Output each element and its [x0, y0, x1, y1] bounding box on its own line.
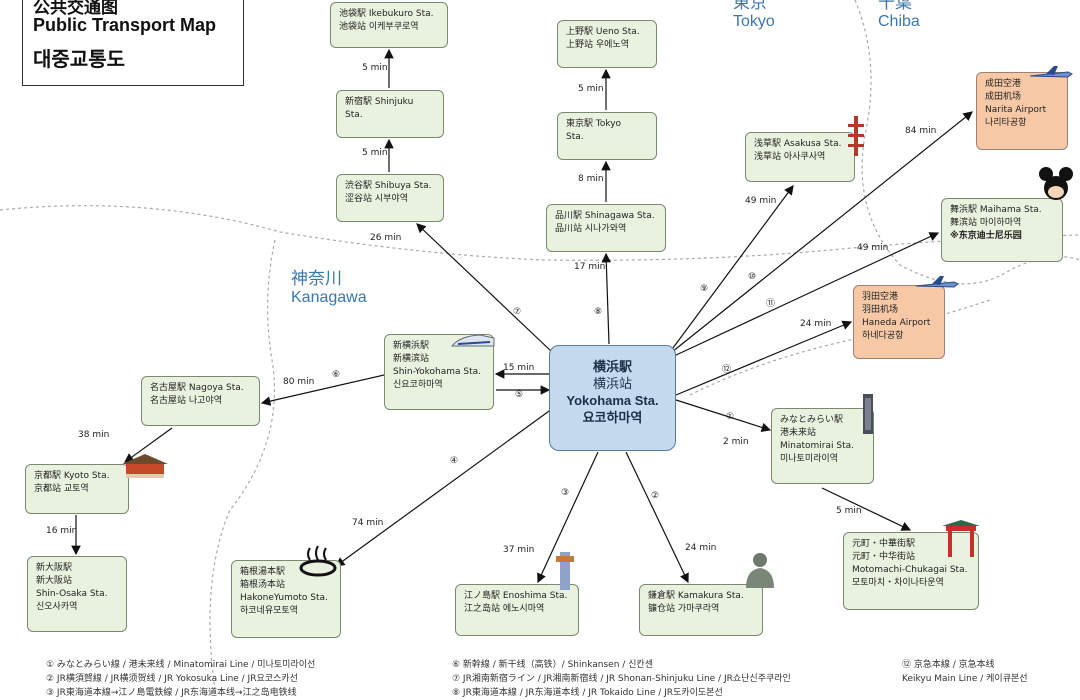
route-num-maihama: ⑪	[766, 299, 776, 309]
time-motomachi: 5 min	[836, 506, 862, 516]
station-enoshima[interactable]: 江ノ島駅 Enoshima Sta. 江之岛站 에노시마역	[455, 584, 579, 636]
route-num-shinyokohama: ⑤	[515, 390, 524, 400]
region-chiba: 千葉 Chiba	[878, 0, 920, 30]
line-minatomirai-motomachi	[821, 487, 912, 531]
hot-spring-icon	[299, 545, 337, 577]
station-ikebukuro[interactable]: 池袋駅 Ikebukuro Sta. 池袋站 이케부쿠로역	[330, 2, 448, 48]
time-maihama: 49 min	[857, 243, 889, 253]
station-nagoya[interactable]: 名古屋駅 Nagoya Sta. 名古屋站 나고야역	[141, 376, 260, 426]
time-asakusa: 49 min	[745, 196, 777, 206]
title-english: Public Transport Map	[33, 15, 217, 35]
route-num-enoshima: ③	[561, 488, 570, 498]
station-ueno[interactable]: 上野駅 Ueno Sta. 上野站 우에노역	[557, 20, 657, 68]
station-maihama[interactable]: 舞浜駅 Maihama Sta. 舞滨站 마이하마역 ※东京迪士尼乐园	[941, 198, 1063, 262]
station-minatomirai[interactable]: みなとみらい駅 港未来站 Minatomirai Sta. 미나토미라이역	[771, 408, 874, 484]
station-tokyo[interactable]: 東京駅 Tokyo Sta.	[557, 112, 657, 160]
station-narita-airport[interactable]: 成田空港 成田机场 Narita Airport 나리타공항	[976, 72, 1068, 150]
time-kamakura: 24 min	[685, 543, 717, 553]
station-shin-yokohama[interactable]: 新横浜駅 新横滨站 Shin-Yokohama Sta. 신요코하마역	[384, 334, 494, 410]
station-hakone-yumoto[interactable]: 箱根湯本駅 箱根汤本站 HakoneYumoto Sta. 하코네유모토역	[231, 560, 341, 638]
hub-yokohama-station[interactable]: 横浜駅 横浜站 Yokohama Sta. 요코하마역	[549, 345, 676, 451]
route-num-kamakura: ②	[651, 491, 660, 501]
line-hub-asakusa	[669, 185, 794, 353]
legend-column-3: ⑫ 京急本線 / 京急本线 Keikyu Main Line / 케이큐본선	[902, 660, 1028, 684]
title-korean: 대중교통도	[33, 49, 125, 71]
kanagawa-border	[209, 239, 276, 691]
landmark-tower-icon	[863, 394, 873, 434]
time-hakone: 74 min	[352, 518, 384, 528]
title-chinese: 公共交通图	[33, 0, 118, 17]
route-num-shibuya: ⑦	[513, 307, 522, 317]
time-tokyo-shinagawa: 8 min	[578, 174, 604, 184]
time-nagoya: 80 min	[283, 377, 315, 387]
time-shibuya-hub: 26 min	[370, 233, 402, 243]
mickey-mouse-icon	[1039, 167, 1073, 200]
map-title-box: 公共交通图 Public Transport Map 대중교통도	[22, 0, 244, 86]
route-num-haneda: ⑫	[722, 365, 732, 375]
station-asakusa[interactable]: 浅草駅 Asakusa Sta. 浅草站 아사쿠사역	[745, 132, 855, 182]
line-hub-haneda	[675, 320, 853, 396]
time-haneda: 24 min	[800, 319, 832, 329]
route-num-minatomirai: ①	[726, 412, 735, 422]
station-shibuya[interactable]: 渋谷駅 Shibuya Sta. 涩谷站 시부야역	[336, 174, 444, 222]
time-narita: 84 min	[905, 126, 937, 136]
line-hub-enoshima	[537, 451, 599, 584]
line-nagoya-kyoto	[124, 427, 173, 463]
airplane-icon	[915, 276, 959, 288]
chinatown-gate-icon	[942, 520, 980, 557]
legend-column-1: ① みなとみらい線 / 港未来线 / Minatomirai Line / 미나…	[46, 660, 316, 698]
line-hub-minatomirai	[675, 399, 772, 433]
bay-border	[689, 299, 991, 396]
region-kanagawa: 神奈川 Kanagawa	[291, 269, 367, 306]
enoshima-tower-icon	[556, 552, 574, 590]
line-shinyokohama-nagoya	[260, 374, 385, 406]
kyoto-temple-icon	[122, 454, 168, 478]
time-shinjuku-shibuya: 5 min	[362, 148, 388, 158]
time-ikebukuro-shinjuku: 5 min	[362, 63, 388, 73]
chiba-border	[854, 0, 1080, 285]
line-hub-hakone	[335, 405, 557, 567]
tokyo-border	[0, 205, 1080, 261]
line-hub-shinagawa	[601, 252, 612, 345]
station-haneda-airport[interactable]: 羽田空港 羽田机场 Haneda Airport 하네다공항	[853, 285, 945, 359]
station-kyoto[interactable]: 京都駅 Kyoto Sta. 京都站 교토역	[25, 464, 129, 514]
station-shinagawa[interactable]: 品川駅 Shinagawa Sta. 品川站 시나가와역	[546, 204, 666, 252]
route-num-shinagawa: ⑧	[594, 307, 603, 317]
line-hub-maihama	[673, 232, 940, 357]
pagoda-icon	[848, 116, 864, 156]
station-shin-osaka[interactable]: 新大阪駅 新大阪站 Shin-Osaka Sta. 신오사카역	[27, 556, 127, 632]
time-minatomirai: 2 min	[723, 437, 749, 447]
route-num-narita: ⑩	[748, 272, 757, 282]
region-tokyo: 東京 Tokyo	[733, 0, 775, 30]
shinkansen-train-icon	[450, 334, 495, 347]
route-num-nagoya: ⑥	[332, 370, 341, 380]
route-num-hakone: ④	[450, 456, 459, 466]
legend-column-2: ⑥ 新幹線 / 新干线（高铁）/ Shinkansen / 신칸센 ⑦ JR湘南…	[452, 660, 791, 698]
time-shinyokohama: 15 min	[503, 363, 535, 373]
time-kyoto: 38 min	[78, 430, 110, 440]
great-buddha-icon	[746, 553, 774, 588]
station-motomachi-chukagai[interactable]: 元町・中華街駅 元町・中华街站 Motomachi-Chukagai Sta. …	[843, 532, 979, 610]
line-hub-narita	[671, 111, 973, 353]
line-hub-shibuya	[416, 223, 553, 353]
station-shinjuku[interactable]: 新宿駅 Shinjuku Sta.	[336, 90, 444, 138]
line-hub-kamakura	[625, 451, 689, 584]
station-kamakura[interactable]: 鎌倉駅 Kamakura Sta. 镰仓站 가마쿠라역	[639, 584, 763, 636]
route-num-asakusa: ⑨	[700, 284, 709, 294]
time-shinagawa-hub: 17 min	[574, 262, 606, 272]
time-ueno-tokyo: 5 min	[578, 84, 604, 94]
time-enoshima: 37 min	[503, 545, 535, 555]
airplane-icon	[1029, 66, 1073, 78]
time-shinosaka: 16 min	[46, 526, 78, 536]
